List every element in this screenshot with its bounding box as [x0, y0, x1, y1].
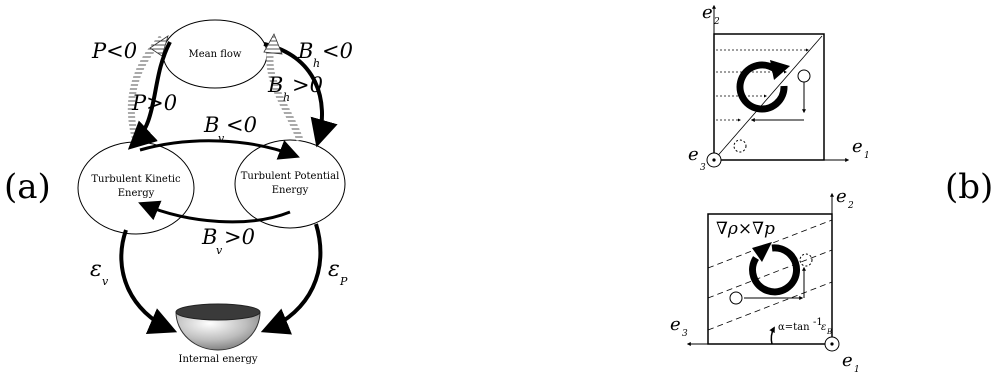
label-e2-top-sub: 2: [713, 17, 720, 27]
label-bh-positive-rel: >0: [292, 73, 323, 97]
rotation-arrow-bottom: [749, 244, 800, 296]
label-e2-bottom: e: [836, 186, 847, 207]
tke-label-line1: Turbulent Kinetic: [91, 174, 181, 185]
arrow-eps-v: [119, 229, 178, 335]
label-bv-negative-sub: v: [218, 132, 225, 145]
label-e1-top: e: [852, 136, 863, 157]
label-e1-top-sub: 1: [864, 151, 870, 161]
label-baroclinic: ∇ρ×∇p: [716, 219, 775, 239]
tpe-node: [234, 139, 346, 229]
label-bv-negative-rel: <0: [226, 113, 257, 137]
arrow-bh-positive: [266, 43, 304, 142]
label-p-negative: P<0: [91, 39, 137, 63]
label-e2-top: e: [702, 2, 713, 23]
label-bv-positive: B: [201, 225, 217, 249]
panel-label-b: (b): [945, 167, 993, 207]
mean-flow-label: Mean flow: [189, 49, 242, 60]
label-e3-bottom: e: [670, 314, 681, 335]
label-bv-positive-sub: v: [216, 244, 223, 257]
label-eps-v-sub: v: [102, 275, 109, 288]
label-eps-v: ε: [90, 257, 102, 282]
label-bh-negative-rel: <0: [322, 39, 353, 63]
internal-energy-bowl: [175, 303, 261, 351]
tpe-label-line1: Turbulent Potential: [241, 171, 340, 182]
rotation-arrow-top: [736, 61, 788, 113]
label-angle: α=tan: [778, 322, 810, 333]
internal-energy-label: Internal energy: [179, 354, 258, 365]
label-e3-top: e: [688, 144, 699, 165]
label-bh-positive: B: [267, 73, 283, 97]
label-e3-bottom-sub: 3: [682, 329, 688, 339]
tke-label-line2: Energy: [118, 188, 155, 199]
label-bv-negative: B: [203, 113, 219, 137]
arrow-p-positive: [127, 41, 172, 150]
label-bh-positive-sub: h: [283, 91, 290, 104]
label-e1-bottom-sub: 1: [854, 365, 860, 375]
tpe-label-line2: Energy: [272, 185, 309, 196]
panel-b-bottom: [686, 192, 840, 352]
label-eps-p: ε: [328, 257, 340, 282]
arrow-eps-p: [260, 223, 323, 335]
panel-label-a: (a): [4, 167, 51, 207]
arrow-bv-positive: [138, 200, 291, 224]
label-bh-negative-sub: h: [313, 57, 320, 70]
label-e1-bottom: e: [842, 350, 853, 371]
label-p-positive: P>0: [131, 91, 177, 115]
label-bv-positive-rel: >0: [224, 225, 255, 249]
label-angle-sup: -1: [813, 317, 823, 328]
label-angle-eps-sub: B: [826, 328, 832, 336]
arrow-bv-negative: [139, 139, 300, 160]
label-bh-negative: B: [297, 39, 313, 63]
label-e2-bottom-sub: 2: [847, 201, 854, 211]
label-eps-p-sub: P: [339, 275, 348, 288]
label-angle-eps: ε: [821, 322, 826, 333]
label-e3-top-sub: 3: [700, 163, 706, 173]
panel-b-top: [706, 4, 850, 168]
